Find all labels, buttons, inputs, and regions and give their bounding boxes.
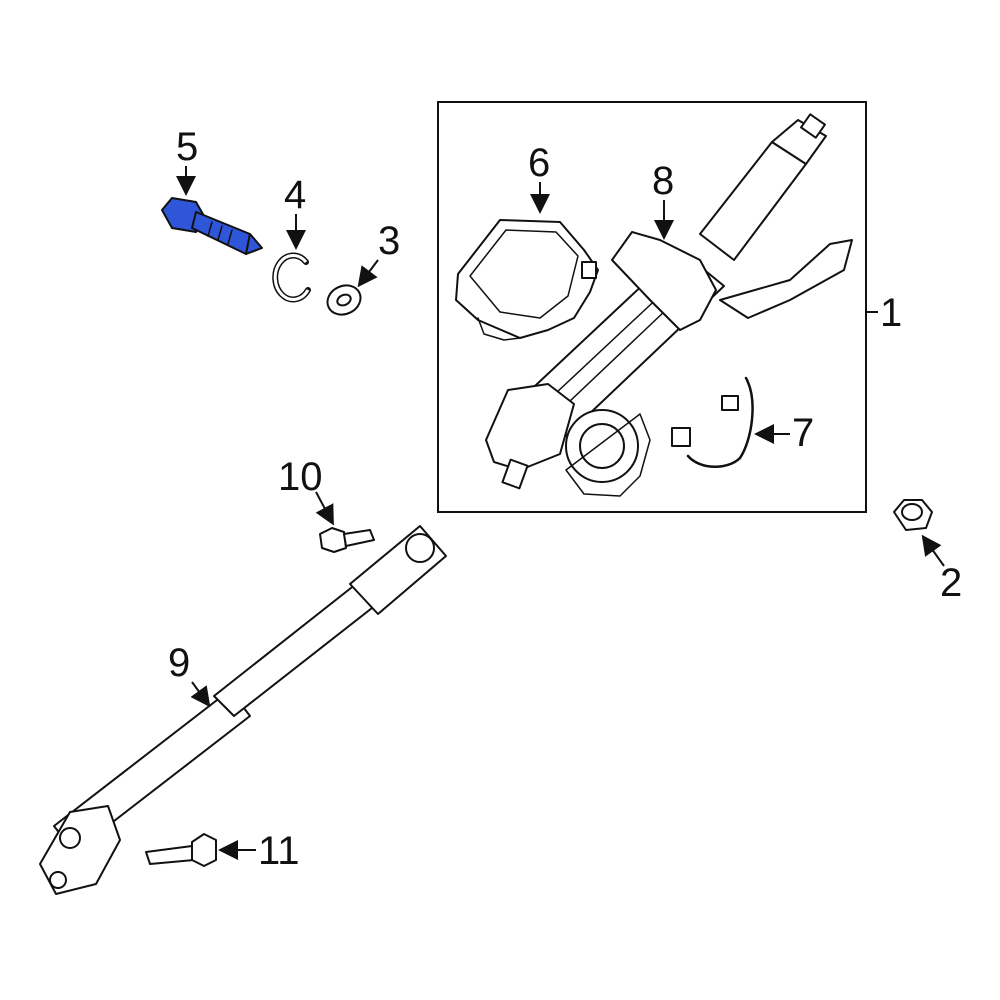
bolt-part-5[interactable] [161,197,263,255]
steering-column-body[interactable] [485,113,853,497]
callout-3[interactable]: 3 [378,219,400,263]
callout-3-leader [357,259,379,288]
column-assembly-box [437,101,867,513]
callout-11[interactable]: 11 [258,829,300,873]
callout-5[interactable]: 5 [176,125,198,169]
washer-part-3[interactable] [323,280,366,320]
callout-2[interactable]: 2 [940,561,962,605]
bolt-part-11[interactable] [145,833,217,867]
callout-9-leader [190,681,211,708]
callout-1[interactable]: 1 [880,291,902,335]
callout-2-leader [921,534,945,567]
callout-10[interactable]: 10 [278,455,323,499]
bolt-part-10[interactable] [319,527,375,553]
intermediate-shaft-part-9[interactable] [39,525,447,895]
harness-part-7[interactable] [671,376,754,468]
nut-part-2[interactable] [893,499,933,531]
callout-7[interactable]: 7 [792,411,814,455]
module-part-6[interactable] [455,219,599,341]
callout-8[interactable]: 8 [652,159,674,203]
callout-9[interactable]: 9 [168,641,190,685]
callout-6[interactable]: 6 [528,141,550,185]
callout-4[interactable]: 4 [284,173,306,217]
callout-10-leader [315,491,334,526]
